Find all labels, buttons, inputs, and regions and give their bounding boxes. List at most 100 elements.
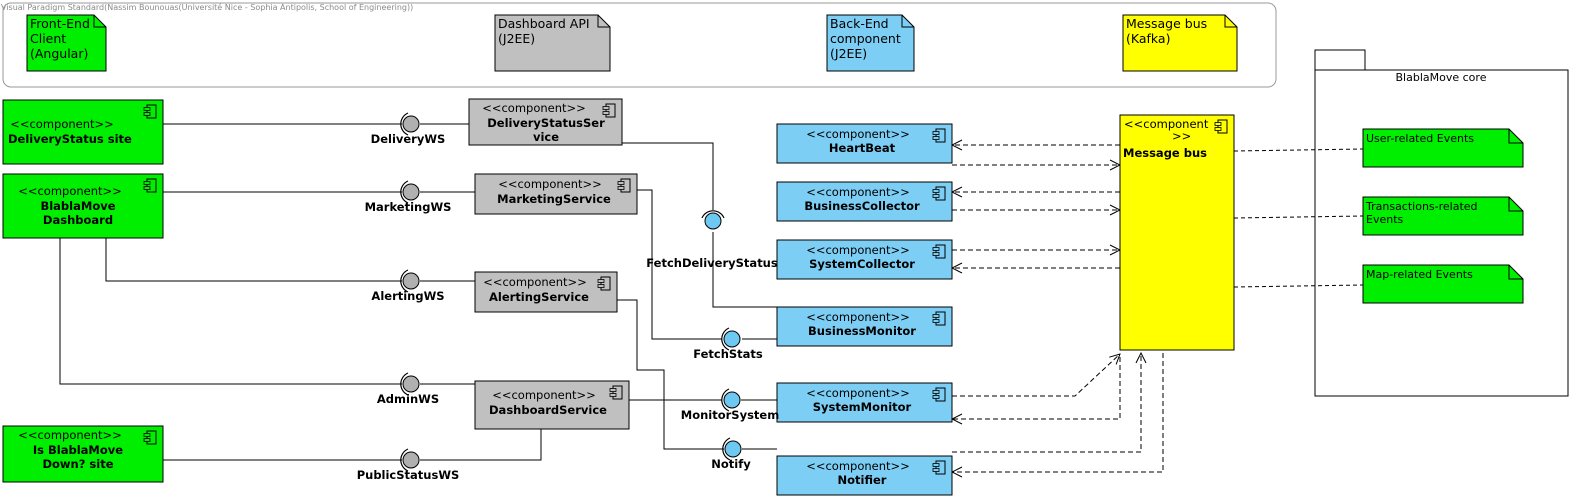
component-icon <box>932 244 946 259</box>
component-box <box>2 425 164 483</box>
interface-ball <box>402 115 420 133</box>
interface-fetch-delivery-status[interactable]: FetchDeliveryStatus <box>646 210 778 270</box>
interface-label: AdminWS <box>377 392 439 406</box>
interface-socket <box>400 372 409 396</box>
component-stereotype: >> <box>1172 129 1191 143</box>
component-icon <box>609 385 623 400</box>
interface-monitor-system[interactable]: MonitorSystem <box>681 388 779 422</box>
component-box <box>776 382 953 423</box>
component-icon <box>143 430 157 445</box>
interface-socket <box>701 210 725 219</box>
component-name: vice <box>533 130 559 144</box>
component-icon <box>602 103 616 118</box>
legend-note-api-line-2: (J2EE) <box>498 31 535 46</box>
component-stereotype: <<component>> <box>10 117 114 131</box>
component-icon <box>143 178 157 193</box>
component-icon <box>932 128 946 143</box>
interface-label: Notify <box>711 457 751 471</box>
interface-ball <box>723 330 741 348</box>
component-name: Dashboard <box>43 213 113 227</box>
component-name: MarketingService <box>497 192 611 206</box>
component-icon <box>597 276 611 291</box>
interface-ball <box>704 212 722 230</box>
component-system-collector[interactable]: <<component>>SystemCollector <box>776 239 953 280</box>
legend-note-bus-line-2: (Kafka) <box>1126 31 1170 46</box>
interface-alerting-ws[interactable]: AlertingWS <box>371 269 445 303</box>
component-system-monitor[interactable]: <<component>>SystemMonitor <box>776 382 953 423</box>
component-box <box>2 173 164 239</box>
legend-note-backend-line-3: (J2EE) <box>830 46 867 61</box>
component-icon <box>932 460 946 475</box>
component-business-collector[interactable]: <<component>>BusinessCollector <box>776 181 953 222</box>
interface-socket <box>400 180 409 204</box>
component-name: Is BlablaMove <box>33 443 123 457</box>
interface-label: FetchDeliveryStatus <box>646 256 778 270</box>
legend-note-bus: Message bus (Kafka) <box>1122 14 1238 72</box>
event-note-transactions: Transactions-related Events <box>1362 196 1524 236</box>
interface-label: PublicStatusWS <box>357 468 460 482</box>
interface-socket <box>400 448 409 472</box>
interface-label: DeliveryWS <box>371 132 446 146</box>
legend-note-bus-line-1: Message bus <box>1126 16 1207 31</box>
interface-socket <box>721 327 730 351</box>
event-note-map: Map-related Events <box>1362 264 1524 304</box>
legend-frame <box>2 2 1277 88</box>
assembly-connectors <box>59 123 777 461</box>
component-delivery-status-site[interactable]: <<component>>DeliveryStatus site <box>2 99 164 165</box>
component-business-monitor[interactable]: <<component>>BusinessMonitor <box>776 306 953 347</box>
interface-label: AlertingWS <box>371 289 444 303</box>
interface-notify[interactable]: Notify <box>711 437 751 471</box>
event-note-user-line-1: User-related Events <box>1366 132 1474 145</box>
component-stereotype: <<component>> <box>18 184 122 198</box>
bus-dependencies <box>952 145 1164 472</box>
interface-marketing-ws[interactable]: MarketingWS <box>365 180 452 214</box>
components-layer: <<component>>DeliveryStatus site<<compon… <box>2 98 1235 496</box>
component-dashboard-service[interactable]: <<component>>DashboardService <box>474 380 630 430</box>
event-note-transactions-line-2: Events <box>1366 213 1404 226</box>
component-alerting-service[interactable]: <<component>>AlertingService <box>474 271 618 313</box>
interface-socket <box>400 112 409 136</box>
interface-delivery-ws[interactable]: DeliveryWS <box>371 112 446 146</box>
legend-note-api: Dashboard API (J2EE) <box>494 14 611 72</box>
component-box <box>468 98 623 146</box>
component-box <box>474 380 630 430</box>
component-notifier[interactable]: <<component>>Notifier <box>776 455 953 496</box>
component-box <box>2 99 164 165</box>
component-name: SystemMonitor <box>813 400 912 414</box>
component-name: DashboardService <box>489 403 607 417</box>
interface-label: MonitorSystem <box>681 408 779 422</box>
interface-ball <box>402 375 420 393</box>
component-icon <box>932 186 946 201</box>
component-box <box>776 239 953 280</box>
interface-fetch-stats[interactable]: FetchStats <box>693 327 763 361</box>
interface-ball <box>723 391 741 409</box>
component-name: BusinessMonitor <box>808 324 916 338</box>
interface-ball <box>402 451 420 469</box>
component-message-bus[interactable]: <<component>>Message bus <box>1119 114 1235 351</box>
legend-note-frontend: Front-End Client (Angular) <box>26 14 107 72</box>
component-box <box>474 173 638 215</box>
component-name: BlablaMove <box>40 199 115 213</box>
event-note-transactions-line-1: Transactions-related <box>1365 200 1478 213</box>
interfaces-layer: DeliveryWS MarketingWS AlertingWS AdminWS Pu… <box>357 112 779 482</box>
component-stereotype: <<component <box>1124 117 1209 131</box>
component-stereotype: <<component>> <box>806 243 910 257</box>
component-box <box>474 271 618 313</box>
interface-admin-ws[interactable]: AdminWS <box>377 372 439 406</box>
component-box <box>776 306 953 347</box>
interface-socket <box>721 388 730 412</box>
component-marketing-service[interactable]: <<component>>MarketingService <box>474 173 638 215</box>
component-heartbeat[interactable]: <<component>>HeartBeat <box>776 123 953 164</box>
interface-socket <box>400 269 409 293</box>
watermark: Visual Paradigm Standard(Nassim Bounouas… <box>1 2 413 12</box>
legend-note-backend-line-2: component <box>830 31 901 46</box>
event-links <box>1233 148 1364 288</box>
component-name: Down? site <box>42 457 113 471</box>
component-name: DeliveryStatus site <box>8 132 132 146</box>
legend-note-frontend-line-3: (Angular) <box>30 46 88 61</box>
interface-public-status-ws[interactable]: PublicStatusWS <box>357 448 460 482</box>
component-icon <box>1214 119 1228 134</box>
